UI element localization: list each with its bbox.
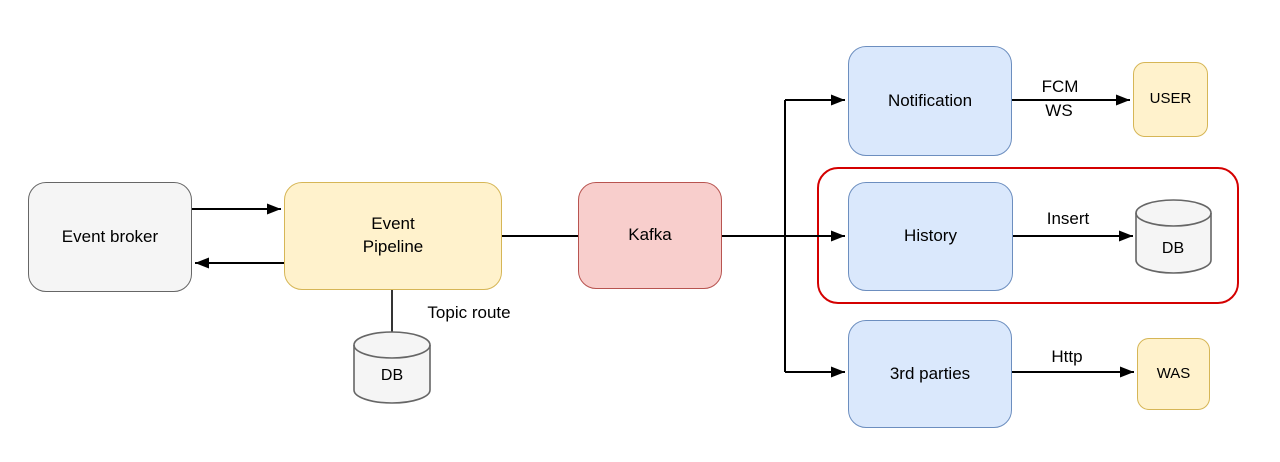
topic-db-label: DB	[380, 367, 404, 384]
node-history[interactable]: History	[848, 182, 1013, 291]
node-third-parties[interactable]: 3rd parties	[848, 320, 1012, 428]
edge-label-ws: WS	[1045, 101, 1073, 120]
node-notification[interactable]: Notification	[848, 46, 1012, 156]
node-event-broker[interactable]: Event broker	[28, 182, 192, 292]
node-was[interactable]: WAS	[1137, 338, 1210, 410]
node-notification-label: Notification	[887, 90, 973, 110]
node-event-pipeline-label: Event Pipeline	[362, 214, 424, 256]
node-user-label: USER	[1149, 90, 1192, 108]
history-db-label: DB	[1161, 240, 1185, 257]
node-event-pipeline[interactable]: Event Pipeline	[284, 182, 502, 290]
node-was-label: WAS	[1156, 364, 1191, 382]
node-user[interactable]: USER	[1133, 62, 1208, 137]
edge-label-topic-route: Topic route	[427, 303, 511, 322]
node-event-broker-label: Event broker	[61, 226, 159, 246]
node-kafka-label: Kafka	[628, 225, 672, 245]
edge-label-fcm: FCM	[1041, 77, 1079, 96]
node-third-parties-label: 3rd parties	[889, 363, 971, 383]
edge-label-http: Http	[1051, 347, 1083, 366]
node-kafka[interactable]: Kafka	[578, 182, 722, 289]
topic-db-cylinder[interactable]	[353, 331, 431, 404]
node-history-label: History	[904, 226, 957, 246]
history-db-cylinder[interactable]	[1135, 199, 1212, 274]
edge-label-insert: Insert	[1046, 209, 1090, 228]
